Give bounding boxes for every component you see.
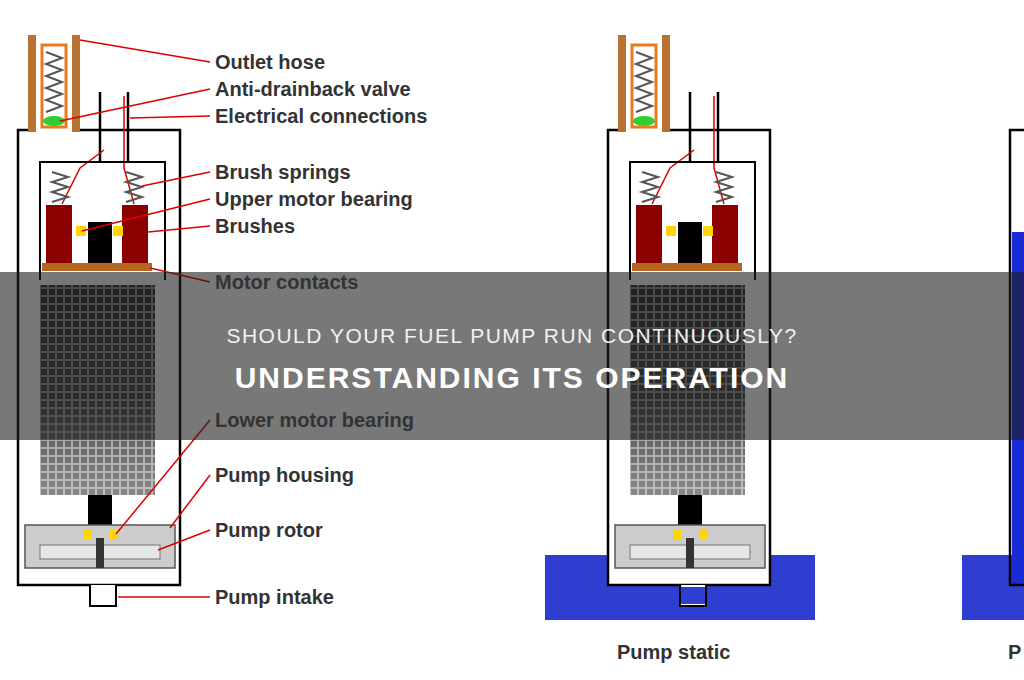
leader-line xyxy=(130,116,210,118)
part-label: Pump rotor xyxy=(215,518,323,542)
leader-line xyxy=(158,530,210,550)
state-caption: P xyxy=(1008,640,1021,664)
part-label: Brush springs xyxy=(215,160,351,184)
part-label: Pump intake xyxy=(215,585,334,609)
part-label: Outlet hose xyxy=(215,50,325,74)
part-label: Upper motor bearing xyxy=(215,187,413,211)
fuel-in-intake xyxy=(681,587,705,604)
part-label: Electrical connections xyxy=(215,104,427,128)
banner-title: SHOULD YOUR FUEL PUMP RUN CONTINUOUSLY? xyxy=(0,323,1024,348)
title-banner xyxy=(0,272,1024,440)
leader-line xyxy=(148,226,210,232)
state-caption: Pump static xyxy=(617,640,730,664)
part-label: Pump housing xyxy=(215,463,354,487)
part-label: Motor contacts xyxy=(215,270,358,294)
leader-line xyxy=(60,89,210,121)
part-label: Anti-drainback valve xyxy=(215,77,411,101)
part-label: Lower motor bearing xyxy=(215,408,414,432)
leader-line xyxy=(80,40,210,62)
banner-subtitle: UNDERSTANDING ITS OPERATION xyxy=(0,360,1024,396)
leader-line xyxy=(142,172,210,186)
leader-line xyxy=(82,199,210,231)
part-label: Brushes xyxy=(215,214,295,238)
leader-line xyxy=(118,596,210,598)
leader-line xyxy=(170,475,210,528)
